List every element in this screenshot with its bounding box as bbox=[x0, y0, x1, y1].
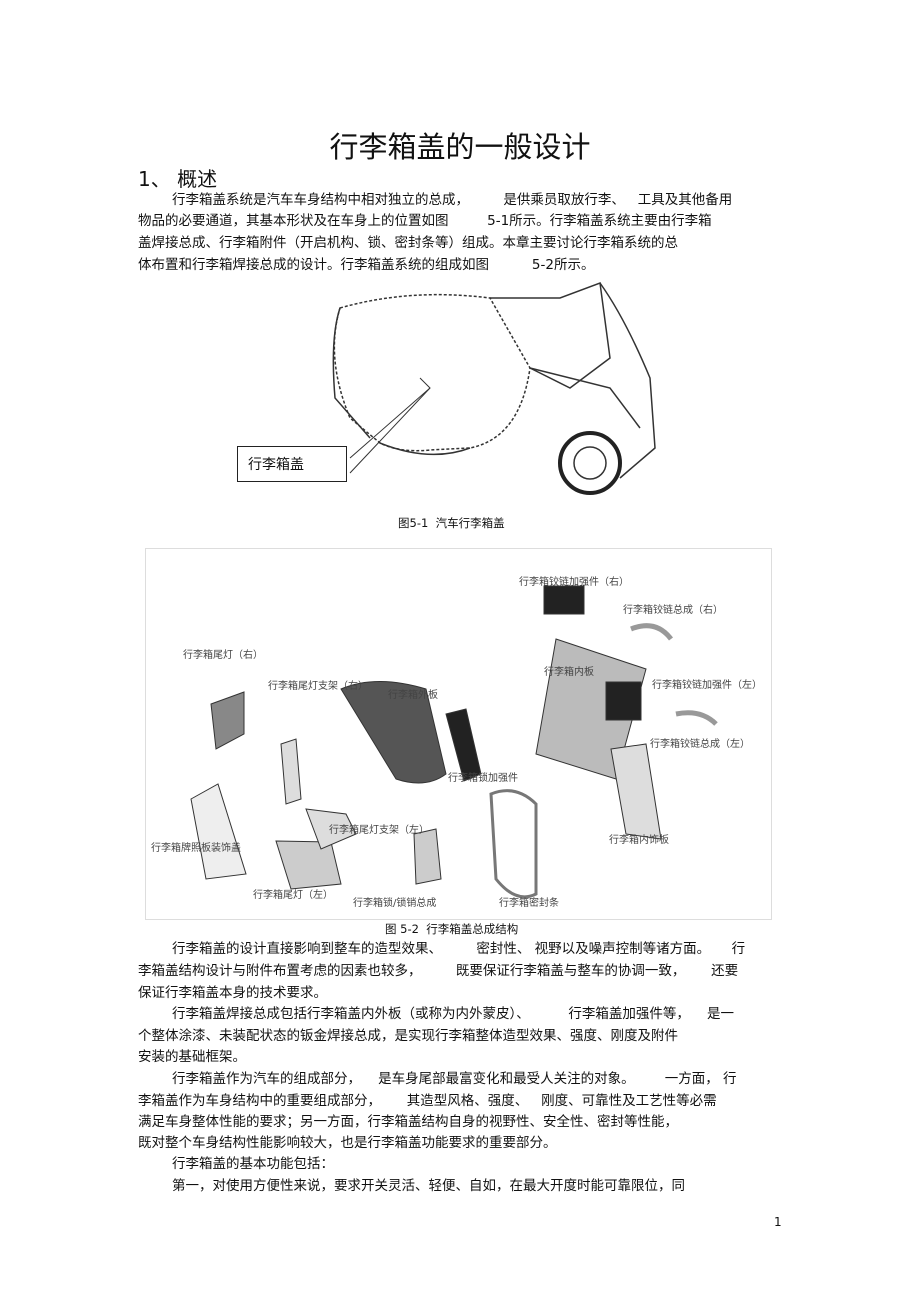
lock-assembly-shape bbox=[413, 828, 442, 885]
part-label: 行李箱铰链加强件（右） bbox=[519, 577, 629, 588]
part-label: 行李箱尾灯（右） bbox=[183, 650, 263, 661]
paragraph-line: 既对整个车身结构性能影响较大，也是行李箱盖功能要求的重要部分。 bbox=[138, 1135, 557, 1151]
part-label: 行李箱锁加强件 bbox=[448, 773, 518, 784]
paragraph-line: 行李箱盖焊接总成包括行李箱盖内外板（或称为内外蒙皮）、 行李箱盖加强件等， 是一 bbox=[172, 1006, 735, 1022]
outer-panel-shape bbox=[340, 681, 447, 784]
license-plate-trim-shape bbox=[190, 783, 247, 880]
inner-trim-panel-shape bbox=[610, 743, 662, 840]
part-label: 行李箱尾灯（左） bbox=[253, 890, 333, 901]
part-label: 行李箱牌照板装饰盖 bbox=[151, 843, 241, 854]
part-label: 行李箱外板 bbox=[388, 690, 438, 701]
exploded-assembly-diagram: 行李箱铰链加强件（右） 行李箱铰链总成（右） 行李箱尾灯（右） 行李箱尾灯支架（… bbox=[145, 548, 772, 920]
paragraph-line: 行李箱盖系统是汽车车身结构中相对独立的总成， 是供乘员取放行李、 工具及其他备用 bbox=[172, 192, 733, 208]
paragraph-line: 李箱盖结构设计与附件布置考虑的因素也较多， 既要保证行李箱盖与整车的协调一致， … bbox=[138, 963, 739, 979]
paragraph-line: 盖焊接总成、行李箱附件（开启机构、锁、密封条等）组成。本章主要讨论行李箱系统的总 bbox=[138, 235, 678, 251]
tail-lamp-bracket-right-shape bbox=[280, 738, 302, 805]
paragraph-line: 行李箱盖的基本功能包括： bbox=[172, 1156, 334, 1172]
figure-caption: 图 5-2 行李箱盖总成结构 bbox=[385, 922, 519, 936]
hinge-reinforcement-right-shape bbox=[543, 585, 585, 615]
page-title: 行李箱盖的一般设计 bbox=[329, 130, 591, 164]
figure-caption: 图5-1 汽车行李箱盖 bbox=[398, 516, 505, 530]
tail-lamp-right-shape bbox=[210, 691, 245, 750]
paragraph-line: 满足车身整体性能的要求；另一方面，行李箱盖结构自身的视野性、安全性、密封等性能， bbox=[138, 1114, 678, 1130]
part-label: 行李箱铰链总成（左） bbox=[650, 739, 750, 750]
figure-callout-label: 行李箱盖 bbox=[237, 446, 347, 482]
hinge-reinforcement-left-shape bbox=[605, 681, 642, 721]
car-trunk-illustration bbox=[230, 278, 660, 500]
paragraph-line: 行李箱盖作为汽车的组成部分， 是车身尾部最富变化和最受人关注的对象。 一方面， … bbox=[172, 1071, 737, 1087]
paragraph-line: 保证行李箱盖本身的技术要求。 bbox=[138, 985, 327, 1001]
paragraph-line: 物品的必要通道，其基本形状及在车身上的位置如图 5-1所示。行李箱盖系统主要由行… bbox=[138, 213, 712, 229]
tail-lamp-left-shape bbox=[275, 840, 342, 890]
paragraph-line: 体布置和行李箱焊接总成的设计。行李箱盖系统的组成如图 5-2所示。 bbox=[138, 257, 595, 273]
paragraph-line: 安装的基础框架。 bbox=[138, 1049, 246, 1065]
part-label: 行李箱铰链加强件（左） bbox=[652, 680, 762, 691]
part-label: 行李箱铰链总成（右） bbox=[623, 605, 723, 616]
page-number: 1 bbox=[774, 1215, 782, 1229]
paragraph-line: 行李箱盖的设计直接影响到整车的造型效果、 密封性、 视野以及噪声控制等诸方面。 … bbox=[172, 941, 746, 957]
part-label: 行李箱尾灯支架（左） bbox=[329, 825, 429, 836]
part-label: 行李箱内饰板 bbox=[609, 835, 669, 846]
section-heading: 1、 概述 bbox=[138, 167, 218, 191]
part-label: 行李箱密封条 bbox=[499, 898, 559, 909]
paragraph-line: 第一，对使用方便性来说，要求开关灵活、轻便、自如，在最大开度时能可靠限位，同 bbox=[172, 1178, 685, 1194]
seal-strip-shape bbox=[489, 789, 538, 899]
paragraph-line: 个整体涂漆、未装配状态的钣金焊接总成，是实现行李箱整体造型效果、强度、刚度及附件 bbox=[138, 1028, 678, 1044]
lock-reinforcement-shape bbox=[445, 708, 482, 782]
tail-lamp-bracket-left-shape bbox=[305, 808, 357, 850]
paragraph-line: 李箱盖作为车身结构中的重要组成部分， 其造型风格、强度、 刚度、可靠性及工艺性等… bbox=[138, 1093, 717, 1109]
part-label: 行李箱内板 bbox=[544, 667, 594, 678]
part-label: 行李箱尾灯支架（右） bbox=[268, 681, 368, 692]
part-label: 行李箱锁/锁销总成 bbox=[353, 898, 437, 909]
